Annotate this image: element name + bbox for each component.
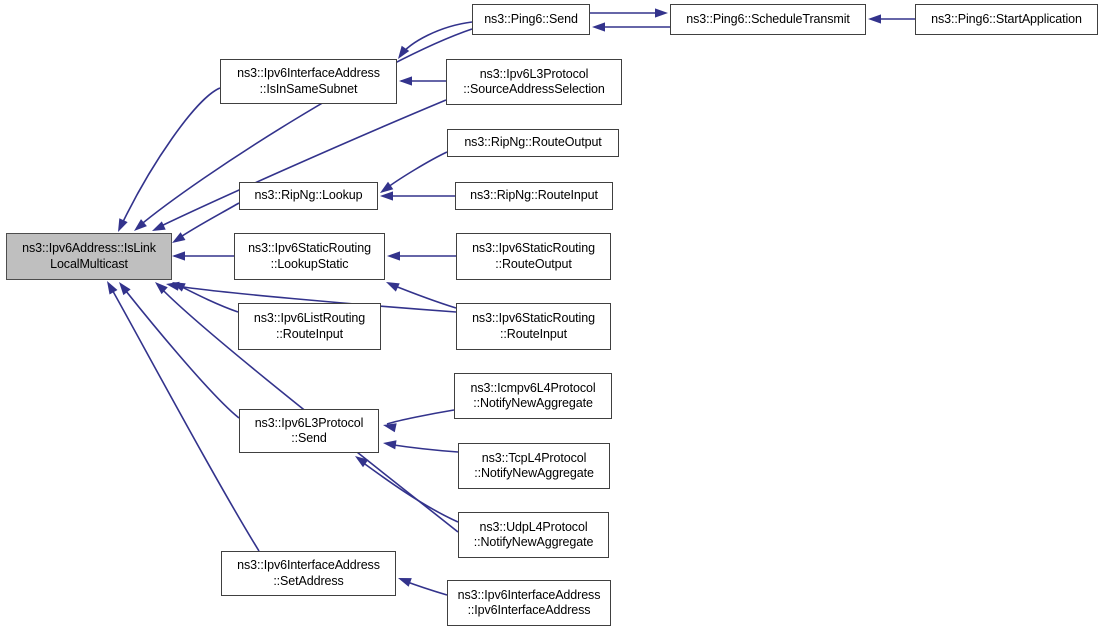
- graph-node-label: ns3::Ipv6StaticRouting ::LookupStatic: [248, 241, 371, 271]
- graph-node-static_routeinput[interactable]: ns3::Ipv6StaticRouting ::RouteInput: [456, 303, 611, 350]
- edge-arrowhead: [166, 281, 180, 291]
- graph-node-static_routeoutput[interactable]: ns3::Ipv6StaticRouting ::RouteOutput: [456, 233, 611, 280]
- call-edge: [109, 285, 260, 552]
- edge-arrowhead: [383, 440, 397, 450]
- edge-arrowhead: [655, 8, 668, 18]
- edge-arrowhead: [155, 282, 168, 295]
- graph-node-is_in_same_subnet[interactable]: ns3::Ipv6InterfaceAddress ::IsInSameSubn…: [220, 59, 397, 104]
- graph-node-label: ns3::UdpL4Protocol ::NotifyNewAggregate: [473, 519, 594, 550]
- edge-arrowhead: [172, 282, 186, 292]
- graph-node-ripng_routeoutput[interactable]: ns3::RipNg::RouteOutput: [447, 129, 619, 157]
- call-edge: [357, 458, 459, 523]
- graph-node-listrouting_routeinput[interactable]: ns3::Ipv6ListRouting ::RouteInput: [238, 303, 381, 350]
- edge-arrowhead: [119, 282, 131, 296]
- edge-arrowhead: [868, 14, 881, 24]
- graph-node-sched_transmit[interactable]: ns3::Ping6::ScheduleTransmit: [670, 4, 866, 35]
- graph-node-label: ns3::TcpL4Protocol ::NotifyNewAggregate: [474, 450, 594, 481]
- edge-arrowhead: [383, 423, 397, 433]
- graph-node-label: ns3::Ipv6StaticRouting ::RouteInput: [472, 311, 595, 341]
- graph-node-root[interactable]: ns3::Ipv6Address::IsLink LocalMulticast: [6, 233, 172, 280]
- graph-node-label: ns3::Ipv6InterfaceAddress ::Ipv6Interfac…: [457, 587, 601, 618]
- graph-node-label: ns3::Ipv6InterfaceAddress ::IsInSameSubn…: [237, 66, 380, 96]
- edge-arrowhead: [380, 181, 394, 193]
- call-edge: [383, 151, 448, 191]
- graph-node-label: ns3::Ping6::Send: [484, 11, 578, 26]
- graph-node-ifaddr_ctor[interactable]: ns3::Ipv6InterfaceAddress ::Ipv6Interfac…: [447, 580, 611, 626]
- call-edge: [175, 202, 240, 241]
- graph-node-start_application[interactable]: ns3::Ping6::StartApplication: [915, 4, 1098, 35]
- graph-node-ripng_lookup[interactable]: ns3::RipNg::Lookup: [239, 182, 378, 210]
- edge-arrowhead: [355, 456, 369, 468]
- edge-arrowhead: [387, 251, 400, 261]
- graph-node-label: ns3::Ipv6L3Protocol ::Send: [254, 415, 364, 446]
- edge-arrowhead: [118, 218, 128, 232]
- graph-node-tcp_notify[interactable]: ns3::TcpL4Protocol ::NotifyNewAggregate: [458, 443, 610, 489]
- graph-node-lookup_static[interactable]: ns3::Ipv6StaticRouting ::LookupStatic: [234, 233, 385, 280]
- edge-arrowhead: [399, 76, 412, 86]
- edge-arrowhead: [592, 22, 605, 32]
- graph-node-label: ns3::Ipv6InterfaceAddress ::SetAddress: [237, 558, 380, 588]
- graph-node-l3_send[interactable]: ns3::Ipv6L3Protocol ::Send: [239, 409, 379, 453]
- graph-node-udp_notify[interactable]: ns3::UdpL4Protocol ::NotifyNewAggregate: [458, 512, 609, 558]
- graph-node-source_addr_selection[interactable]: ns3::Ipv6L3Protocol ::SourceAddressSelec…: [446, 59, 622, 105]
- call-edge: [386, 409, 455, 425]
- call-edge: [389, 283, 457, 309]
- graph-node-label: ns3::RipNg::RouteOutput: [464, 135, 602, 150]
- graph-node-label: ns3::Ipv6Address::IsLink LocalMulticast: [22, 241, 156, 271]
- graph-node-set_address[interactable]: ns3::Ipv6InterfaceAddress ::SetAddress: [221, 551, 396, 596]
- call-edge: [119, 87, 221, 229]
- call-edge: [175, 283, 239, 313]
- edge-arrowhead: [398, 578, 412, 587]
- graph-node-label: ns3::RipNg::RouteInput: [470, 188, 598, 203]
- graph-node-label: ns3::RipNg::Lookup: [254, 188, 363, 203]
- edge-arrowhead: [172, 251, 185, 261]
- graph-node-label: ns3::Ipv6ListRouting ::RouteInput: [253, 311, 366, 341]
- graph-node-label: ns3::Ping6::ScheduleTransmit: [686, 11, 850, 26]
- graph-node-label: ns3::Icmpv6L4Protocol ::NotifyNewAggrega…: [470, 380, 596, 411]
- graph-node-label: ns3::Ipv6L3Protocol ::SourceAddressSelec…: [463, 66, 605, 97]
- call-edge: [386, 443, 459, 453]
- edge-arrowhead: [107, 281, 118, 295]
- call-edge: [399, 21, 473, 57]
- graph-node-ping6_send[interactable]: ns3::Ping6::Send: [472, 4, 590, 35]
- call-edge: [401, 579, 448, 596]
- graph-node-label: ns3::Ping6::StartApplication: [931, 11, 1082, 26]
- edge-arrowhead: [386, 282, 400, 292]
- graph-node-ripng_routeinput[interactable]: ns3::RipNg::RouteInput: [455, 182, 613, 210]
- edge-arrowhead: [380, 191, 393, 201]
- call-edge: [121, 285, 240, 419]
- graph-node-icmpv6_notify[interactable]: ns3::Icmpv6L4Protocol ::NotifyNewAggrega…: [454, 373, 612, 419]
- graph-node-label: ns3::Ipv6StaticRouting ::RouteOutput: [472, 241, 595, 271]
